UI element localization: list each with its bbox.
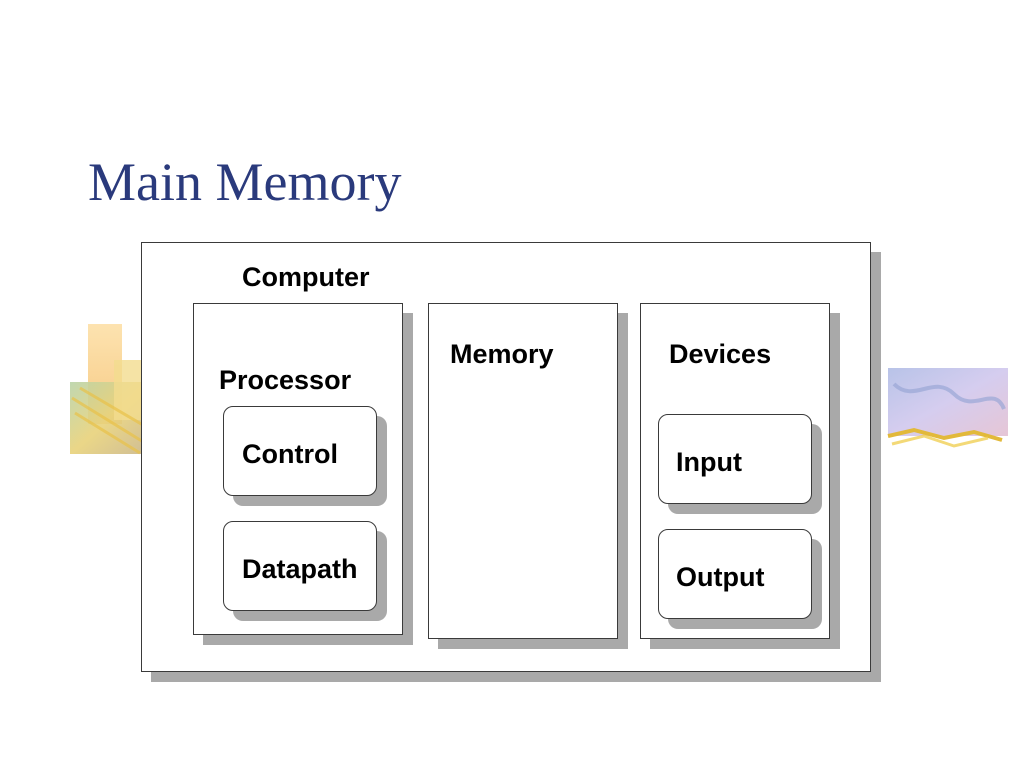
control-label: Control <box>242 439 338 469</box>
computer-label: Computer <box>242 262 370 292</box>
memory-box <box>428 303 618 639</box>
input-box <box>658 414 812 504</box>
output-label: Output <box>676 562 765 592</box>
memory-label: Memory <box>450 339 554 369</box>
control-box <box>223 406 377 496</box>
datapath-label: Datapath <box>242 554 358 584</box>
output-box <box>658 529 812 619</box>
slide-title: Main Memory <box>88 152 402 212</box>
datapath-box <box>223 521 377 611</box>
devices-label: Devices <box>669 339 772 369</box>
decorative-graphic-left <box>70 324 150 455</box>
input-label: Input <box>676 447 742 477</box>
processor-label: Processor <box>219 365 352 395</box>
decorative-graphic-right <box>887 368 1008 448</box>
